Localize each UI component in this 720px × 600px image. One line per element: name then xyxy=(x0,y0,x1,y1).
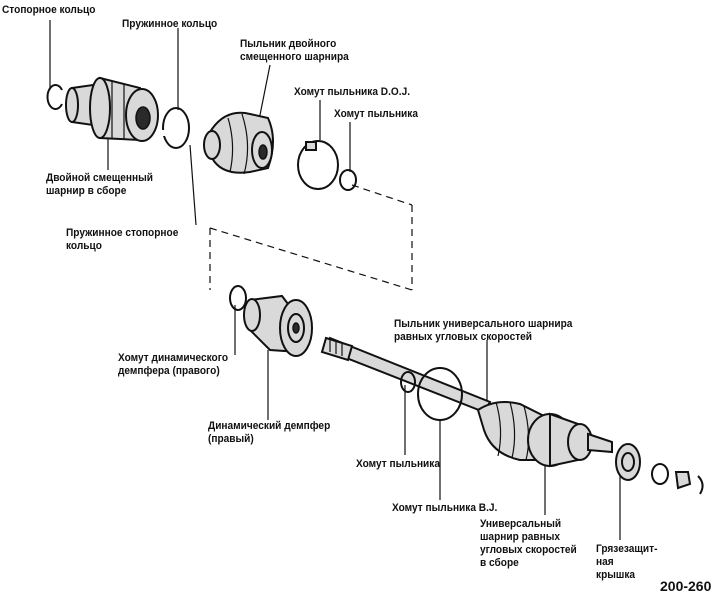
label-spring-ring: Пружинное кольцо xyxy=(122,18,218,30)
label-doj-boot-clamp: Хомут пыльника D.O.J. xyxy=(294,86,411,98)
label-damper-clamp: Хомут динамического демпфера (правого) xyxy=(118,352,229,377)
label-stop-ring: Стопорное кольцо xyxy=(2,4,96,16)
dynamic-damper-part xyxy=(243,294,313,357)
label-dynamic-damper: Динамический демпфер (правый) xyxy=(208,420,331,445)
boot-clamp-mid-part xyxy=(400,371,416,393)
leader-lines xyxy=(49,20,621,540)
label-boot-clamp-mid: Хомут пыльника xyxy=(356,458,440,470)
label-spring-stop-ring: Пружинное стопорное кольцо xyxy=(66,227,179,252)
washer-nut-part xyxy=(651,463,704,495)
label-doj-assembly: Двойной смещенный шарнир в сборе xyxy=(46,172,154,197)
doj-boot-part xyxy=(203,111,274,175)
label-bj-boot-clamp: Хомут пыльника B.J. xyxy=(392,502,498,514)
bj-boot-clamp-part xyxy=(417,367,463,421)
boot-clamp-small-part xyxy=(339,169,357,191)
alignment-dashes xyxy=(209,184,413,291)
doj-housing-part xyxy=(65,76,159,142)
label-cv-joint-assembly: Универсальный шарнир равных угловых скор… xyxy=(480,518,577,569)
label-boot-clamp-top: Хомут пыльника xyxy=(334,108,418,120)
cv-joint-part xyxy=(527,412,613,468)
doj-boot-clamp-part xyxy=(297,140,339,190)
dust-cover-part xyxy=(615,443,641,481)
label-dust-cover: Грязезащит- ная крышка xyxy=(596,543,658,581)
figure-number: 200-260 xyxy=(660,578,712,594)
damper-clamp-part xyxy=(229,285,247,311)
drive-shaft-part xyxy=(320,336,492,414)
stop-ring-part xyxy=(46,84,63,110)
spring-ring-part xyxy=(160,107,190,149)
label-doj-boot: Пыльник двойного смещенного шарнира xyxy=(240,38,349,63)
label-cv-boot: Пыльник универсального шарнира равных уг… xyxy=(394,318,573,343)
